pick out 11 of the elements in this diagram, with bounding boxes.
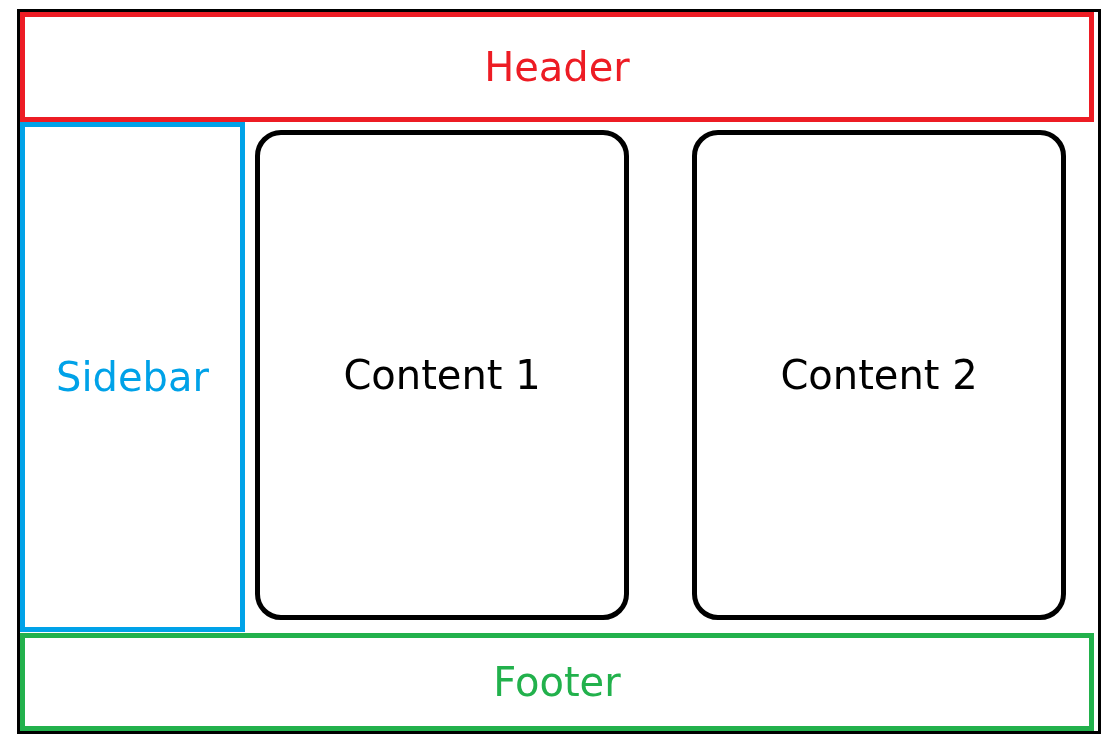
region-label: Content 1 (343, 352, 541, 398)
content-panel (255, 130, 629, 620)
page-frame (17, 9, 1101, 734)
region-label: Sidebar (56, 354, 209, 400)
region-label: Footer (493, 659, 621, 705)
content-panel (692, 130, 1066, 620)
region-label: Header (484, 44, 630, 90)
region-label: Content 2 (780, 352, 978, 398)
header-region (20, 12, 1094, 122)
footer-region (20, 633, 1094, 731)
sidebar-region (20, 122, 245, 632)
